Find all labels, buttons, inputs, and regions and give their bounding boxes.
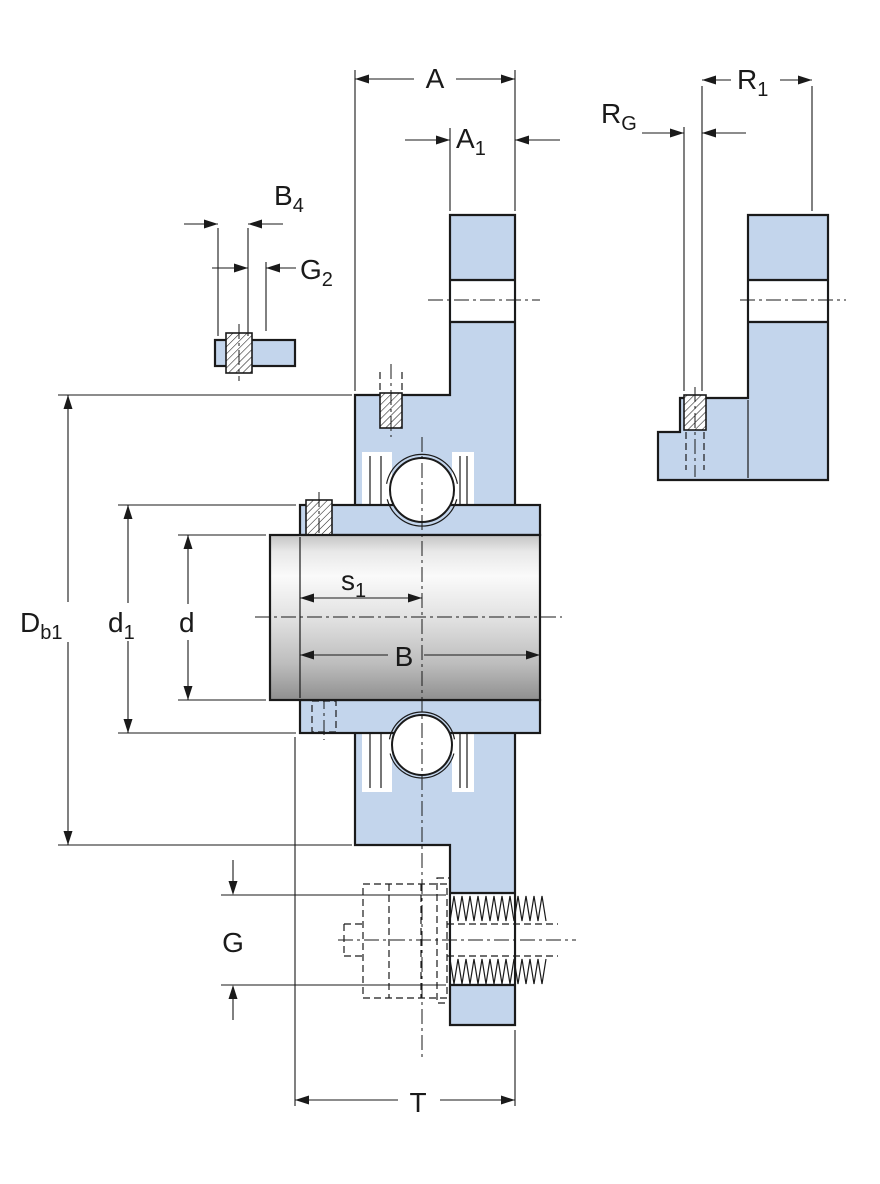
dim-d1: d1	[108, 505, 135, 733]
dim-A1: A1	[405, 123, 560, 160]
collar-detail-view	[213, 324, 297, 381]
dim-B: B	[300, 641, 540, 672]
dim-label-Db1: Db1	[20, 607, 62, 644]
hex-nut	[362, 883, 448, 999]
dim-label-G2: G2	[300, 254, 333, 291]
dim-label-B: B	[395, 641, 414, 672]
dim-Db1: Db1	[20, 395, 73, 845]
main-section-view	[255, 213, 576, 1058]
dim-B4: B4	[184, 180, 304, 229]
side-set-screw	[683, 387, 707, 477]
dim-label-B4: B4	[274, 180, 304, 217]
dim-d: d	[179, 535, 195, 700]
dim-s1: s1	[300, 565, 422, 603]
collar-set-screw	[305, 492, 333, 547]
housing-set-screw	[379, 364, 403, 437]
dim-label-RG: RG	[601, 98, 637, 135]
dim-R1: R1	[702, 64, 812, 101]
dim-label-R1: R1	[737, 64, 768, 101]
bolt-thread-upper	[449, 895, 547, 922]
dim-T: T	[295, 1087, 515, 1118]
dimension-annotations: A A1 R1 RG	[20, 63, 813, 1118]
dim-G2: G2	[212, 254, 333, 291]
dim-G: G	[222, 860, 244, 1020]
flange-bottom-hole	[451, 894, 514, 984]
dim-label-A: A	[426, 63, 445, 94]
dim-label-T: T	[409, 1087, 426, 1118]
dim-A: A	[355, 63, 515, 94]
dim-label-d1: d1	[108, 607, 135, 644]
flange-top-hole	[451, 281, 514, 321]
dim-label-G: G	[222, 927, 244, 958]
dim-label-s1: s1	[341, 565, 366, 602]
side-section-view	[656, 213, 846, 482]
dim-label-d: d	[179, 607, 195, 638]
dim-RG: RG	[601, 98, 746, 138]
dim-label-A1: A1	[456, 123, 486, 160]
bolt-thread-lower	[449, 958, 547, 985]
